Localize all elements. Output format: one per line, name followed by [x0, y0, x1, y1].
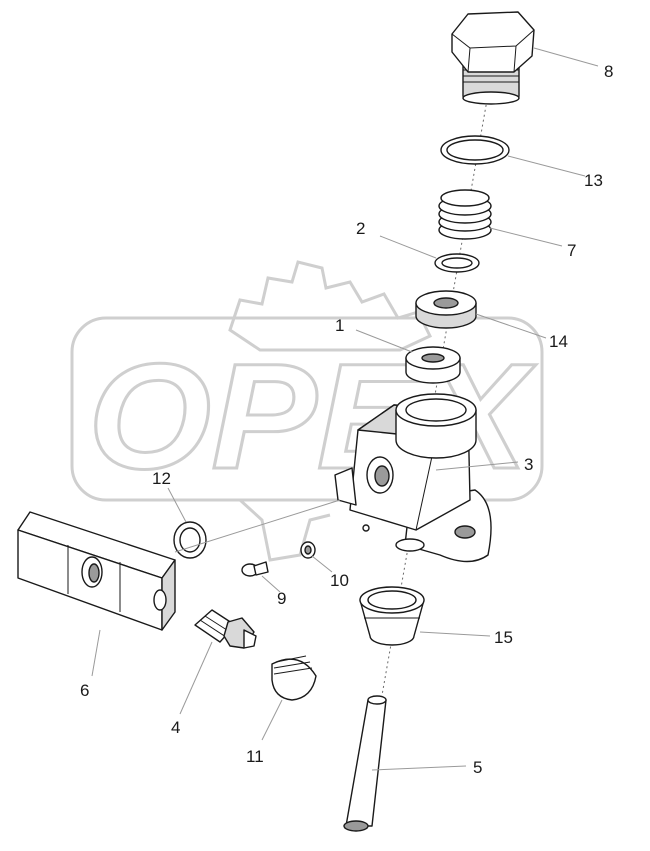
callout-8: 8 — [604, 62, 613, 81]
part-10-small-washer — [300, 541, 316, 559]
watermark-frame — [70, 316, 544, 502]
callout-1: 1 — [335, 316, 344, 335]
callout-10: 10 — [330, 571, 349, 590]
leader-12 — [167, 487, 187, 523]
part-14-valve-disc — [415, 290, 477, 329]
watermark-gear-lower — [238, 498, 331, 562]
part-1-bushing — [405, 346, 461, 384]
callout-12: 12 — [152, 469, 171, 488]
leader-9 — [261, 575, 281, 593]
leader-10 — [311, 555, 333, 573]
leader-8 — [533, 47, 599, 67]
callout-15: 15 — [494, 628, 513, 647]
part-15-cup-plug — [359, 586, 425, 646]
leader-15 — [419, 631, 491, 637]
callout-4: 4 — [171, 718, 180, 737]
callout-11: 11 — [246, 747, 264, 766]
leader-12-block — [174, 499, 341, 553]
part-3-valve-body — [334, 393, 492, 563]
callout-labels: 8 13 7 2 14 1 3 12 9 10 15 6 4 11 5 — [80, 62, 613, 777]
leader-13 — [507, 155, 586, 177]
part-8-hex-plug — [451, 11, 535, 105]
leader-2 — [379, 235, 437, 259]
callout-3: 3 — [524, 455, 533, 474]
part-13-o-ring — [440, 135, 510, 165]
watermark-gear — [228, 260, 433, 352]
callout-2: 2 — [356, 219, 365, 238]
leader-11 — [261, 699, 283, 741]
part-5-pin — [343, 695, 387, 832]
leader-5 — [371, 765, 467, 771]
leader-4 — [179, 641, 213, 715]
leader-3 — [435, 461, 519, 471]
callout-9: 9 — [277, 589, 286, 608]
part-7-spring — [438, 189, 492, 240]
part-12-gasket — [173, 521, 207, 559]
callout-7: 7 — [567, 241, 576, 260]
leader-6 — [91, 629, 101, 677]
part-2-washer — [434, 253, 480, 273]
callout-6: 6 — [80, 681, 89, 700]
leader-lines — [91, 47, 599, 771]
callout-5: 5 — [473, 758, 482, 777]
leader-14 — [475, 313, 547, 339]
leader-1 — [355, 329, 413, 353]
part-11-cap — [271, 655, 317, 701]
part-4-grease-fitting — [194, 609, 257, 649]
part-6-connector-block — [17, 511, 176, 631]
callout-13: 13 — [584, 171, 603, 190]
leader-7 — [489, 227, 563, 247]
callout-14: 14 — [549, 332, 568, 351]
part-9-screw — [241, 561, 269, 577]
